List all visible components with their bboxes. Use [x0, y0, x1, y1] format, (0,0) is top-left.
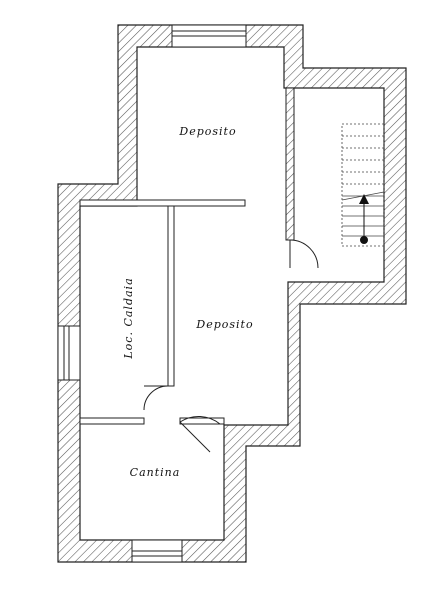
interior-wall-stair [285, 87, 295, 241]
room-label-deposito-center: Deposito [195, 318, 253, 331]
window-icon [57, 325, 81, 381]
exterior-wall [57, 24, 407, 563]
interior-wall-upper [79, 199, 246, 207]
window-icon [171, 24, 247, 48]
room-label-deposito-upper: Deposito [178, 125, 236, 138]
door-swing-icon [143, 385, 169, 411]
window-icon [131, 539, 183, 563]
door-swing-icon [179, 415, 221, 453]
interior-wall-cantina-right [179, 417, 225, 425]
door-swing-icon [289, 239, 319, 269]
interior-wall-cantina [79, 417, 145, 425]
stair-up-arrow-icon [359, 194, 369, 204]
interior-wall-caldaia [167, 205, 175, 387]
room-label-cantina: Cantina [130, 466, 181, 479]
staircase [341, 123, 385, 247]
room-label-locale-caldaia: Loc. Caldaia [122, 277, 135, 359]
stair-start-dot-icon [360, 236, 368, 244]
